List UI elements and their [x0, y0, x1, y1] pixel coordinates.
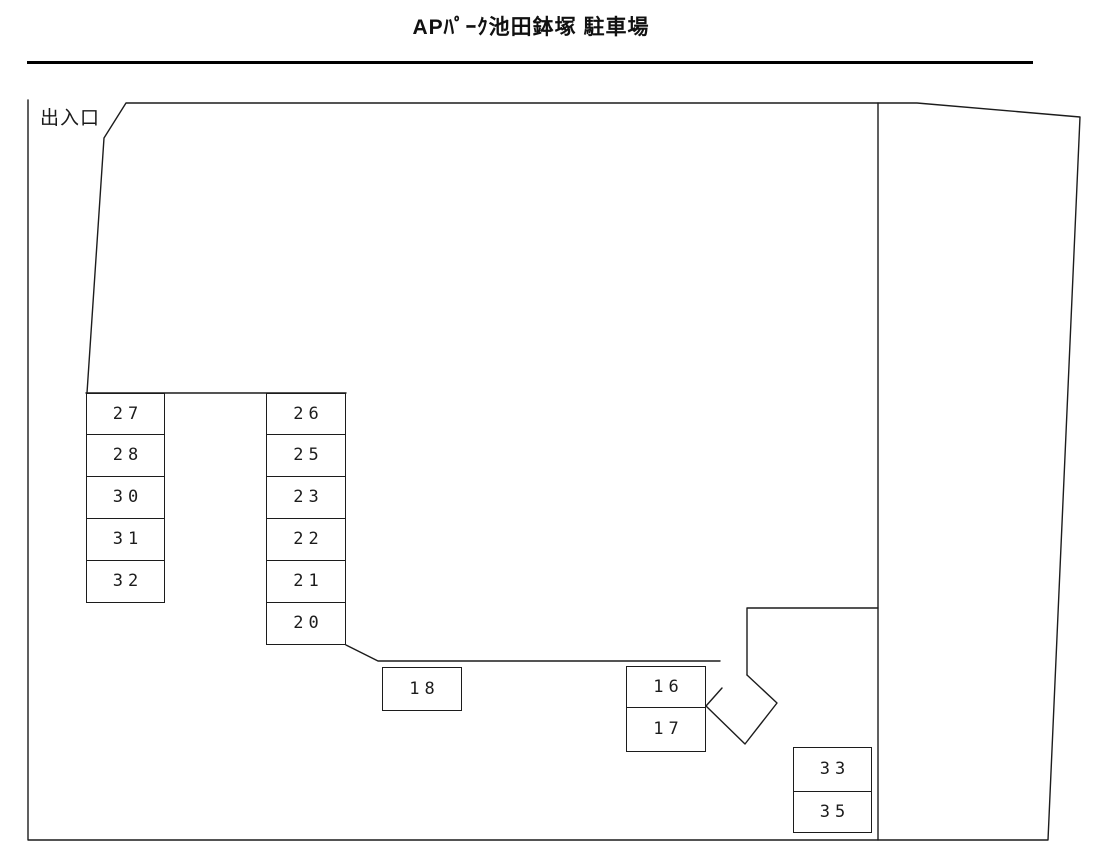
parking-space-label: 20 — [293, 613, 324, 633]
lot-outer-boundary — [27, 99, 1081, 841]
parking-space-17: 17 — [626, 708, 706, 752]
parking-space-16: 16 — [626, 666, 706, 708]
corridor-line — [345, 644, 721, 662]
parking-space-label: 25 — [293, 445, 324, 465]
parking-space-28: 28 — [86, 435, 165, 477]
parking-space-label: 28 — [112, 445, 144, 465]
parking-space-label: 27 — [112, 403, 144, 424]
parking-space-label: 23 — [293, 487, 324, 507]
parking-space-label: 18 — [409, 678, 440, 699]
parking-space-27: 27 — [86, 393, 165, 435]
corner-wall-line — [746, 607, 879, 676]
parking-space-label: 21 — [293, 571, 324, 591]
title-divider-line — [27, 61, 1033, 64]
parking-space-33: 33 — [793, 747, 872, 792]
parking-space-23: 23 — [266, 477, 346, 519]
parking-space-31: 31 — [86, 519, 165, 561]
parking-space-26: 26 — [266, 393, 346, 435]
parking-space-label: 32 — [112, 571, 144, 591]
parking-space-30: 30 — [86, 477, 165, 519]
parking-space-20: 20 — [266, 603, 346, 645]
parking-space-label: 16 — [653, 676, 684, 697]
parking-space-25: 25 — [266, 435, 346, 477]
page-title: APﾊﾟｰｸ池田鉢塚 駐車場 — [412, 16, 650, 39]
parking-space-35: 35 — [793, 792, 872, 833]
parking-space-label: 17 — [653, 719, 684, 739]
parking-space-18: 18 — [382, 667, 462, 711]
parking-space-22: 22 — [266, 519, 346, 561]
parking-space-label: 30 — [112, 487, 144, 507]
parking-space-label: 26 — [293, 403, 324, 424]
parking-space-label: 35 — [819, 801, 851, 822]
parking-space-label: 31 — [112, 529, 144, 549]
parking-space-label: 22 — [293, 529, 324, 549]
diamond-obstacle — [705, 674, 778, 745]
parking-space-label: 33 — [819, 759, 851, 779]
entrance-label: 出入口 — [40, 108, 101, 129]
parking-space-21: 21 — [266, 561, 346, 603]
parking-space-32: 32 — [86, 561, 165, 603]
